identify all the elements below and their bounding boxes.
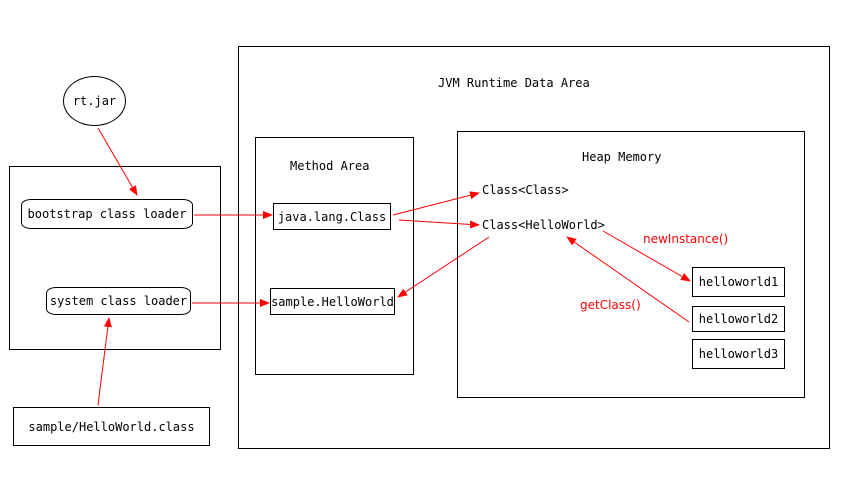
- heap-instance-label: helloworld1: [698, 275, 779, 289]
- method-area-title: Method Area: [290, 159, 370, 173]
- method-item-sample-helloworld: sample.HelloWorld: [270, 288, 395, 315]
- class-loader-panel: [9, 166, 221, 350]
- method-item-label: java.lang.Class: [277, 209, 387, 224]
- heap-class-object: Class<HelloWorld>: [482, 218, 605, 232]
- system-class-loader-node: system class loader: [46, 287, 191, 315]
- new-instance-label: newInstance(): [643, 232, 729, 246]
- system-class-loader-label: system class loader: [49, 294, 188, 308]
- jvm-title: JVM Runtime Data Area: [438, 76, 590, 90]
- arrow-new-instance: [602, 230, 691, 282]
- heap-class-object: Class<Class>: [482, 183, 569, 197]
- heap-instance: helloworld1: [692, 267, 785, 297]
- method-item-label: sample.HelloWorld: [271, 294, 394, 309]
- class-file-label: sample/HelloWorld.class: [28, 419, 195, 434]
- method-item-java-lang-class: java.lang.Class: [273, 203, 391, 230]
- jvm-runtime-data-area: [238, 46, 830, 449]
- get-class-label: getClass(): [580, 298, 641, 312]
- bootstrap-class-loader-node: bootstrap class loader: [21, 199, 193, 229]
- class-file-node: sample/HelloWorld.class: [13, 407, 210, 446]
- heap-instance: helloworld3: [692, 339, 785, 369]
- heap-instance-label: helloworld2: [698, 312, 779, 326]
- arrow-java-lang-class-to-class-class: [392, 191, 480, 216]
- bootstrap-class-loader-label: bootstrap class loader: [27, 207, 187, 221]
- arrow-class-helloworld-to-sample-helloworld: [397, 236, 490, 298]
- arrow-rtjar-to-bootstrap: [97, 127, 138, 196]
- arrow-get-class: [566, 236, 690, 323]
- rt-jar-node: rt.jar: [63, 76, 126, 126]
- arrow-java-lang-class-to-class-helloworld: [398, 219, 480, 229]
- heap-memory: [457, 131, 805, 398]
- method-area: [255, 137, 414, 375]
- heap-memory-title: Heap Memory: [582, 150, 662, 164]
- arrow-classfile-to-system-loader: [97, 317, 112, 406]
- heap-instance: helloworld2: [692, 306, 785, 332]
- rt-jar-label: rt.jar: [72, 94, 117, 108]
- heap-instance-label: helloworld3: [698, 347, 779, 361]
